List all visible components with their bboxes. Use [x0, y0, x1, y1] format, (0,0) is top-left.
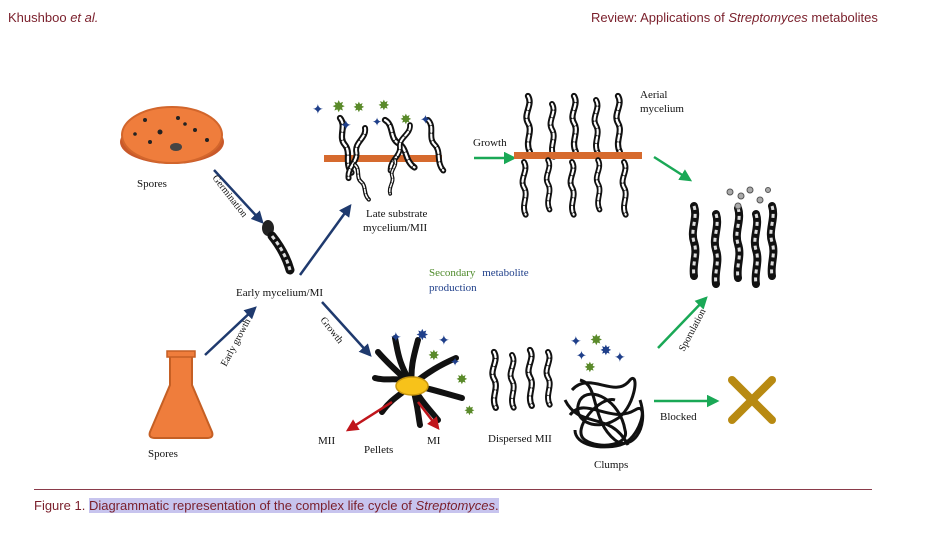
- aerial-mycelium-icon: [514, 96, 642, 215]
- svg-text:✸: ✸: [456, 371, 468, 387]
- label-secondary-3: production: [429, 282, 477, 294]
- pellet-stars-icon: ✦ ✸ ✦ ✸ ✸ ✸ ✦: [390, 327, 475, 418]
- label-dispersed: Dispersed MII: [488, 433, 552, 445]
- svg-text:✸: ✸: [590, 332, 603, 349]
- label-spores-top: Spores: [137, 178, 167, 190]
- svg-text:✸: ✸: [584, 359, 596, 375]
- svg-text:✦: ✦: [570, 333, 582, 349]
- arrow-to-late-substrate: [298, 203, 352, 276]
- caption-prefix: Figure 1.: [34, 498, 86, 513]
- red-arrow-mi: [417, 401, 440, 430]
- label-sporulation: Sporulation: [677, 307, 709, 353]
- authors-etal: et al.: [70, 10, 99, 25]
- label-mi: MI: [427, 435, 441, 447]
- label-germination: Germination: [210, 173, 250, 220]
- sporulation-arrow: [657, 296, 708, 349]
- authors-name: Khushboo: [8, 10, 67, 25]
- review-genus: Streptomyces: [728, 10, 808, 25]
- petri-dish-icon: [120, 106, 224, 164]
- label-growth-top: Growth: [473, 137, 507, 149]
- figure-caption: Figure 1. Diagrammatic representation of…: [34, 498, 499, 513]
- review-suffix: metabolites: [811, 10, 878, 25]
- svg-text:✸: ✸: [332, 99, 345, 116]
- svg-text:✸: ✸: [353, 99, 365, 115]
- label-pellets: Pellets: [364, 444, 393, 456]
- svg-text:✸: ✸: [378, 97, 390, 113]
- svg-text:✦: ✦: [312, 101, 324, 117]
- svg-text:✦: ✦: [420, 112, 431, 127]
- svg-text:✦: ✦: [438, 332, 450, 348]
- germination-arrow: [213, 169, 264, 224]
- label-secondary-1: Secondary: [429, 267, 476, 279]
- label-secondary-2: metabolite: [482, 267, 529, 279]
- label-aerial-1: Aerial: [640, 89, 667, 101]
- label-growth-diag: Growth: [318, 315, 345, 346]
- label-mii: MII: [318, 435, 335, 447]
- caption-end: .: [495, 498, 499, 513]
- svg-text:✦: ✦: [614, 349, 626, 365]
- germinating-spore-icon: [262, 220, 295, 275]
- svg-text:✦: ✦: [390, 329, 402, 345]
- label-spores-bottom: Spores: [148, 448, 178, 460]
- svg-text:✦: ✦: [372, 115, 382, 129]
- late-substrate-mycelium-icon: [324, 118, 443, 201]
- svg-text:✦: ✦: [576, 348, 587, 363]
- label-secondary-line1: Secondary metabolite: [429, 267, 529, 279]
- growth-arrow-diagonal: [321, 301, 372, 357]
- svg-text:✸: ✸: [416, 327, 429, 344]
- svg-text:✦: ✦: [450, 355, 460, 369]
- label-aerial-2: mycelium: [640, 103, 684, 115]
- svg-text:✸: ✸: [400, 111, 412, 127]
- label-early-mycelium: Early mycelium/MI: [236, 287, 323, 299]
- early-growth-arrow: [204, 306, 257, 356]
- svg-text:✸: ✸: [600, 342, 612, 358]
- running-header-authors: Khushboo et al.: [8, 10, 98, 25]
- label-clumps: Clumps: [594, 459, 628, 471]
- blocked-cross-icon: [728, 376, 776, 424]
- review-prefix: Review: Applications of: [591, 10, 725, 25]
- label-late-substrate-2: mycelium/MII: [363, 222, 427, 234]
- svg-text:✸: ✸: [464, 403, 475, 418]
- dispersed-mycelium-icon: [492, 350, 549, 408]
- clumps-icon: [563, 376, 645, 449]
- caption-genus: Streptomyces: [415, 498, 496, 513]
- red-arrow-mii: [345, 400, 393, 432]
- caption-divider: [34, 489, 872, 490]
- metabolite-stars-icon: ✦ ✸ ✸ ✸ ✦ ✦ ✸ ✦: [312, 97, 431, 133]
- running-header-title: Review: Applications of Streptomyces met…: [591, 10, 878, 25]
- caption-text: Diagrammatic representation of the compl…: [88, 498, 412, 513]
- pellet-icon: [372, 335, 465, 428]
- arrow-to-spores: [653, 155, 693, 182]
- caption-highlight: Diagrammatic representation of the compl…: [88, 498, 499, 513]
- clump-stars-icon: ✦ ✸ ✦ ✸ ✸ ✦: [570, 332, 626, 375]
- svg-text:✦: ✦: [340, 117, 352, 133]
- spore-chains-icon: [693, 186, 774, 284]
- label-late-substrate-1: Late substrate: [366, 208, 428, 220]
- label-blocked: Blocked: [660, 411, 697, 423]
- svg-text:✸: ✸: [428, 347, 440, 363]
- flask-icon: [148, 350, 214, 439]
